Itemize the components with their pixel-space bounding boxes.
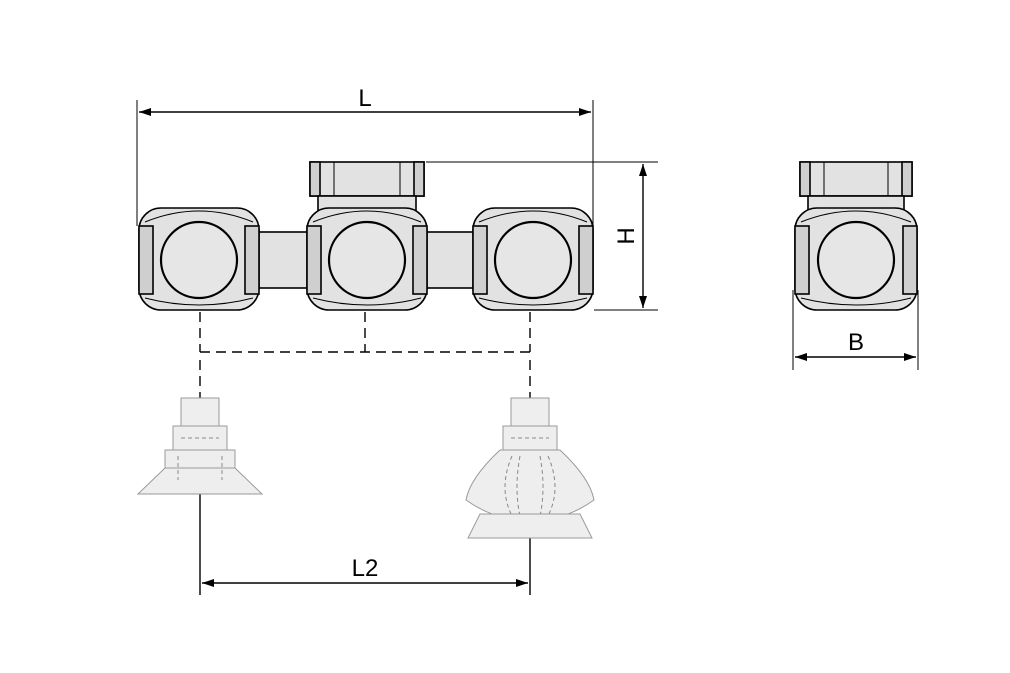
suction-cup-bellows bbox=[465, 397, 595, 539]
manifold-block-2 bbox=[306, 207, 428, 311]
port-bore-3 bbox=[493, 220, 573, 300]
port-bore-2 bbox=[327, 220, 407, 300]
connector-tube-right bbox=[423, 231, 477, 289]
dimension-height: H bbox=[426, 161, 658, 311]
manifold-block-3 bbox=[472, 207, 594, 311]
dimension-label-pitch: L2 bbox=[352, 555, 379, 582]
manifold-front-view bbox=[138, 161, 594, 311]
dimension-pitch: L2 bbox=[202, 555, 528, 587]
dimension-label-width: B bbox=[848, 329, 864, 356]
dimension-label-height: H bbox=[613, 227, 640, 244]
manifold-side-view bbox=[794, 161, 918, 311]
projection-lines bbox=[199, 312, 531, 595]
side-top-port bbox=[799, 161, 913, 213]
manifold-block-1 bbox=[138, 207, 260, 311]
dimension-length: L bbox=[136, 85, 594, 226]
dimension-label-length: L bbox=[358, 85, 371, 112]
connector-tube-left bbox=[257, 231, 311, 289]
port-bore-1 bbox=[159, 220, 239, 300]
side-port-bore bbox=[816, 220, 896, 300]
dimension-width: B bbox=[792, 290, 919, 370]
suction-cup-flat bbox=[136, 397, 264, 495]
